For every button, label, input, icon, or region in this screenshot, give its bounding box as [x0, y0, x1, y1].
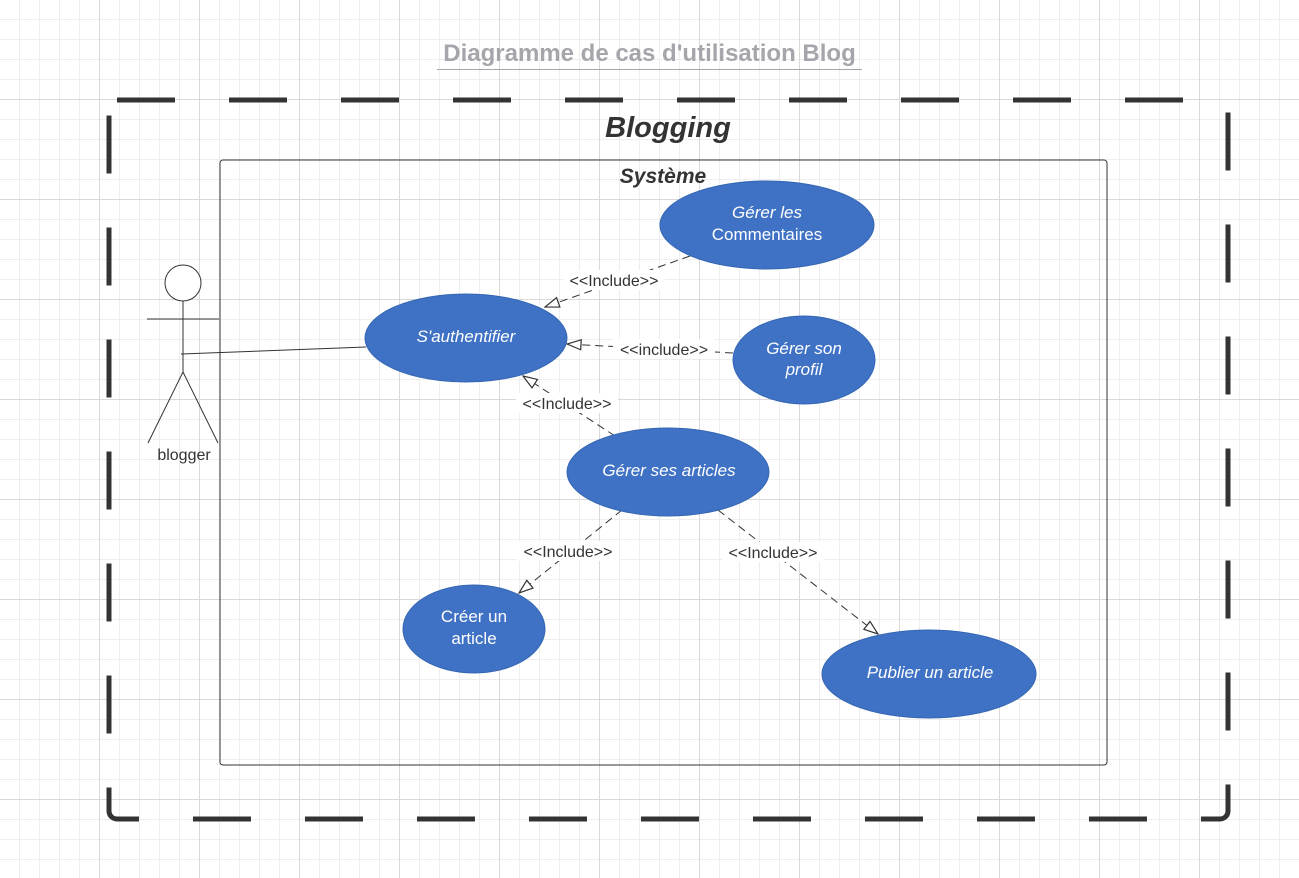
use-case-authentifier[interactable]: S'authentifier: [364, 293, 568, 383]
include-label-publier: <<Include>>: [729, 545, 818, 562]
use-case-gerer-commentaires[interactable]: Gérer les Commentaires: [659, 180, 875, 270]
include-label-profil: <<include>>: [620, 342, 708, 359]
use-case-shape: [364, 293, 568, 383]
use-case-label-line1: Créer un: [441, 607, 507, 626]
use-case-shape: [659, 180, 875, 270]
use-case-creer-article[interactable]: Créer un article: [402, 584, 546, 674]
use-case-label: Gérer ses articles: [602, 461, 736, 480]
use-case-label-line1: Gérer son: [766, 339, 842, 358]
system-boundary: [219, 159, 1108, 766]
package-frame: [106, 97, 1231, 822]
use-case-label-line2: article: [451, 629, 496, 648]
label-bg-creer: [517, 541, 619, 561]
diagram-title: Diagramme de cas d'utilisation Blog: [0, 40, 1299, 70]
use-case-label: S'authentifier: [417, 327, 517, 346]
include-label-articles: <<Include>>: [523, 396, 612, 413]
association-blogger-authentifier: [180, 346, 367, 355]
use-case-gerer-profil[interactable]: Gérer son profil: [732, 315, 876, 405]
use-case-label-line1: Gérer les: [732, 203, 802, 222]
use-case-shape: [566, 427, 770, 517]
include-label-commentaires: <<Include>>: [570, 273, 659, 290]
actor-head: [164, 264, 202, 302]
label-bg-commentaires: [563, 270, 665, 290]
use-case-publier-article[interactable]: Publier un article: [821, 629, 1037, 719]
actor-blogger[interactable]: blogger: [147, 264, 219, 464]
actor-leg-left: [147, 371, 184, 444]
label-bg-publier: [722, 542, 824, 562]
use-case-shape: [821, 629, 1037, 719]
label-bg-articles: [516, 393, 618, 413]
diagram-title-text: Diagramme de cas d'utilisation Blog: [437, 40, 862, 70]
system-name: Système: [620, 165, 707, 188]
actor-leg-right: [182, 371, 219, 444]
include-arrow-publier: [717, 509, 878, 634]
label-bg-profil: [613, 339, 715, 359]
use-case-shape: [732, 315, 876, 405]
package-name: Blogging: [605, 112, 731, 144]
include-label-creer: <<Include>>: [524, 544, 613, 561]
use-case-label-line2: Commentaires: [712, 225, 823, 244]
use-case-label: Publier un article: [867, 663, 994, 682]
use-case-gerer-articles[interactable]: Gérer ses articles: [566, 427, 770, 517]
actor-name: blogger: [157, 447, 211, 464]
use-case-shape: [402, 584, 546, 674]
use-case-label-line2: profil: [785, 360, 824, 379]
